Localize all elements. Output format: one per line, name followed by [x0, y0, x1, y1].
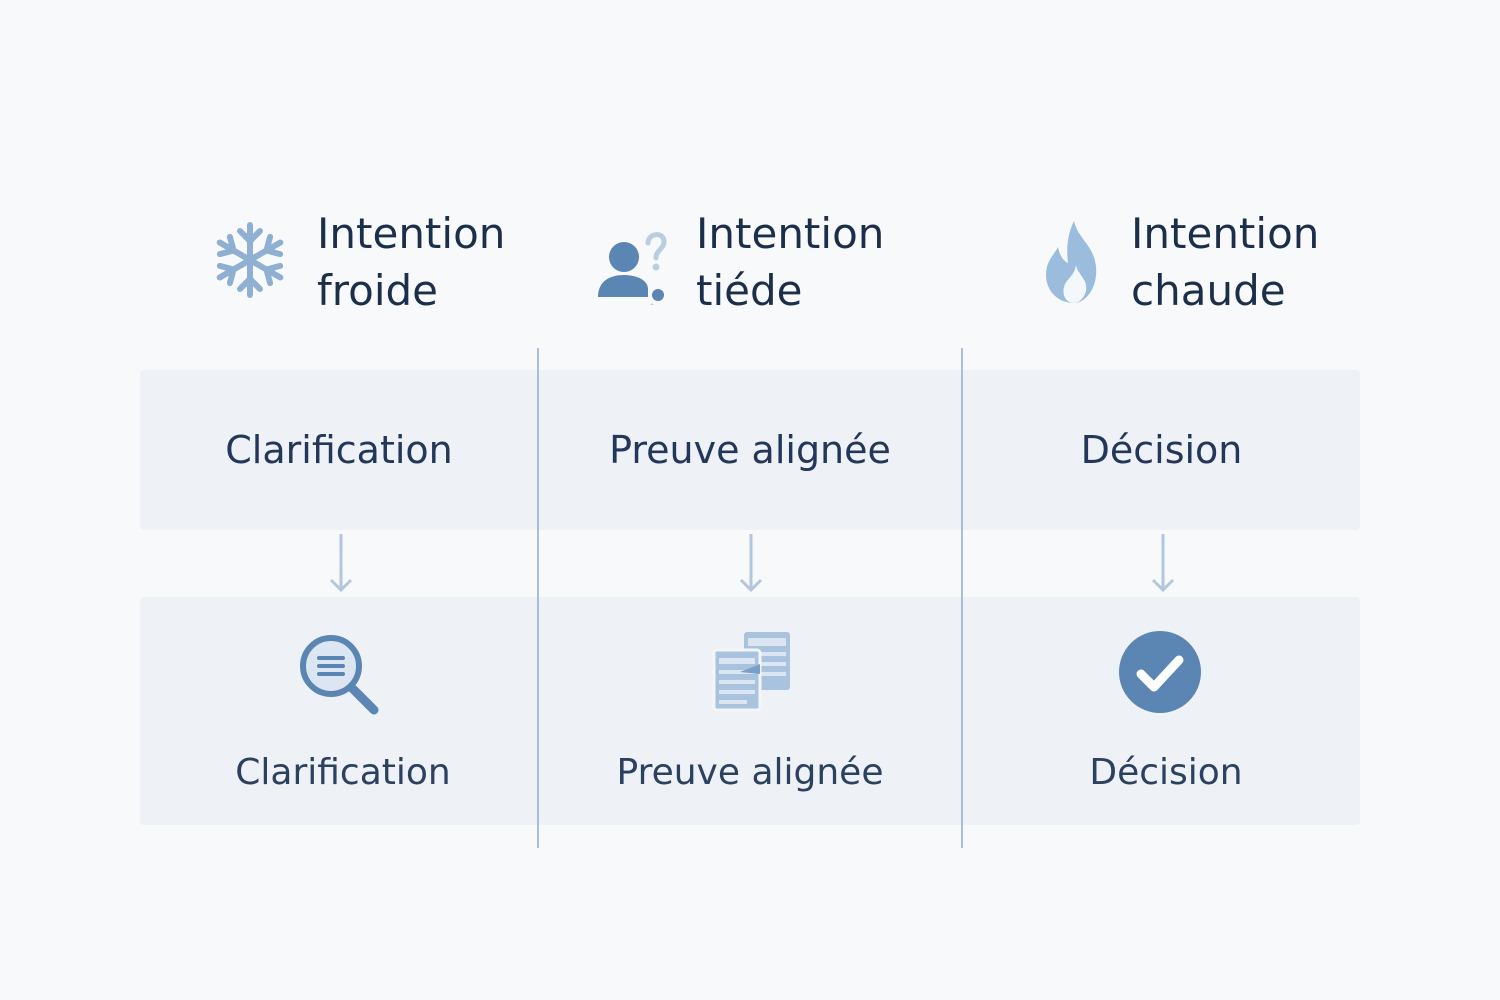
column-header-cold: Intention froide: [205, 205, 535, 325]
snowflake-icon: [216, 222, 284, 298]
check-circle-icon: [1119, 631, 1201, 713]
arrow-down-icon: [1151, 534, 1175, 593]
column-header-hot: Intention chaude: [1030, 205, 1360, 325]
stage-band: [140, 370, 1360, 530]
column-divider: [961, 348, 963, 848]
result-label-hot: Décision: [1089, 752, 1243, 793]
stage-label-hot: Décision: [1080, 428, 1243, 472]
magnifier-icon: [300, 635, 379, 715]
result-label-cold: Clarification: [235, 752, 451, 793]
column-title-hot: Intention chaude: [1131, 209, 1320, 315]
result-label-warm: Preuve alignée: [616, 752, 884, 793]
person-question-icon: [598, 232, 667, 305]
column-header-warm: Intention tiéde: [590, 205, 920, 325]
arrow-down-icon: [329, 534, 353, 593]
stage-label-cold: Clarification: [225, 428, 453, 472]
documents-icon: [712, 632, 790, 712]
flame-icon: [1046, 221, 1097, 303]
column-title-cold: Intention froide: [317, 209, 506, 315]
column-title-warm: Intention tiéde: [696, 209, 885, 315]
arrow-down-icon: [739, 534, 763, 593]
column-divider: [537, 348, 539, 848]
stage-label-warm: Preuve alignée: [609, 428, 891, 472]
